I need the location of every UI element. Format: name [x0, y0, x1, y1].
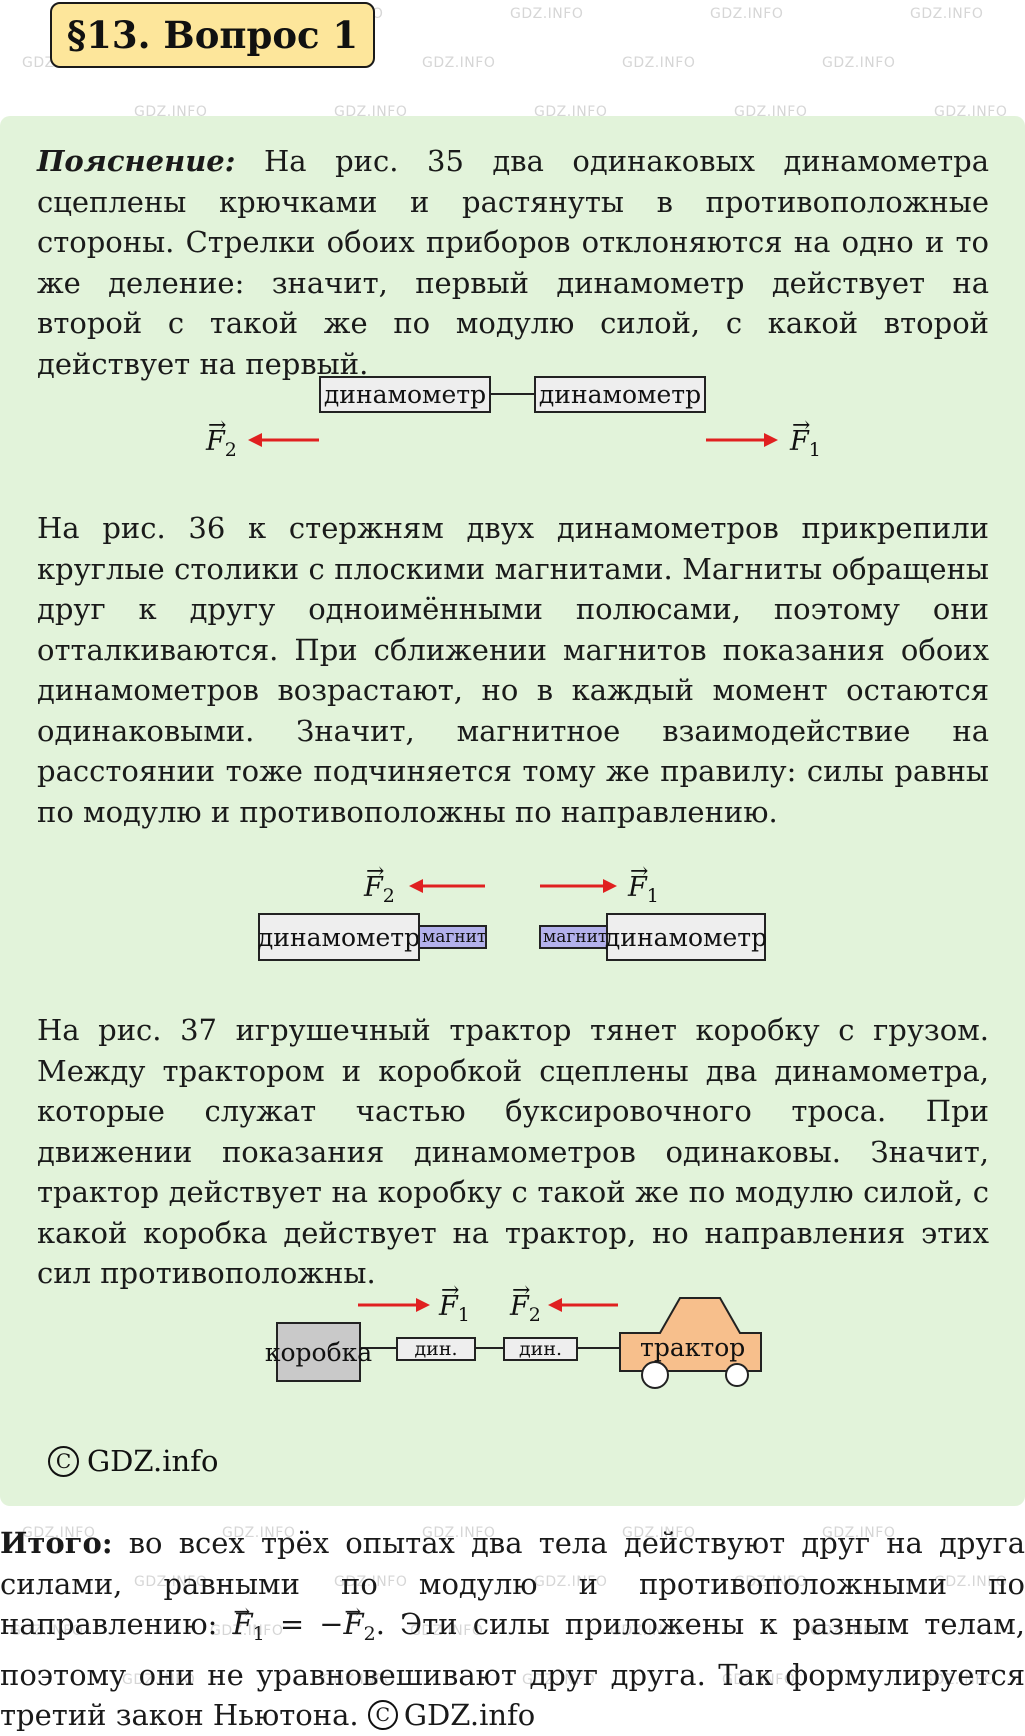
dynamometer-left: динамометр: [258, 913, 420, 961]
arrow-right-head: [603, 879, 617, 893]
force-f1-label: →F1: [439, 1278, 470, 1326]
arrow-right-head: [764, 433, 778, 447]
copyright-icon: C: [48, 1445, 79, 1477]
arrow-left-head: [409, 879, 423, 893]
cargo-box: коробка: [265, 1322, 372, 1382]
dynamometer-2: дин.: [503, 1337, 578, 1361]
explanation-paragraph-2: На рис. 36 к стержням двух динамометров …: [37, 511, 989, 829]
figure-37-drawing: [358, 1297, 762, 1389]
dynamometer-right: динамометр: [605, 913, 767, 961]
explanation-panel: [0, 116, 1025, 1506]
magnet-right: магнит: [539, 925, 608, 949]
page-title: §13. Вопрос 1: [50, 2, 375, 68]
force-f2-label: →F2: [206, 413, 237, 461]
explanation-text-1: На рис. 35 два одинаковых динамометра сц…: [37, 144, 989, 381]
magnet-left: магнит: [418, 925, 487, 949]
explanation-paragraph-1: Пояснение: На рис. 35 два одинаковых дин…: [37, 141, 989, 384]
copyright-icon: C: [367, 1700, 398, 1730]
explanation-lead: Пояснение:: [37, 144, 236, 178]
force-f1-label: →F1: [790, 413, 821, 461]
dynamometer-left: динамометр: [319, 376, 491, 413]
arrow-f1-head: [416, 1298, 430, 1312]
summary-paragraph: Итого: во всех трёх опытах два тела дейс…: [0, 1526, 1025, 1732]
figure-35-lines: [248, 393, 778, 447]
tractor-wheel-rear: [641, 1361, 669, 1389]
explanation-paragraph-3: На рис. 37 игрушечный трактор тянет коро…: [37, 1013, 989, 1290]
force-f2-label: →F2: [364, 859, 395, 907]
tractor-label: трактор: [640, 1333, 746, 1362]
force-f1-label: →F1: [628, 859, 659, 907]
summary-lead: Итого:: [0, 1526, 113, 1560]
arrow-left-head: [248, 433, 262, 447]
arrow-f2-head: [548, 1298, 562, 1312]
dynamometer-right: динамометр: [534, 376, 706, 413]
dynamometer-1: дин.: [396, 1337, 476, 1361]
figure-36-arrows: [409, 879, 617, 893]
force-f2-label: →F2: [510, 1278, 541, 1326]
equation: →F1 = −→F2: [232, 1599, 376, 1645]
tractor-wheel-front: [725, 1363, 749, 1387]
